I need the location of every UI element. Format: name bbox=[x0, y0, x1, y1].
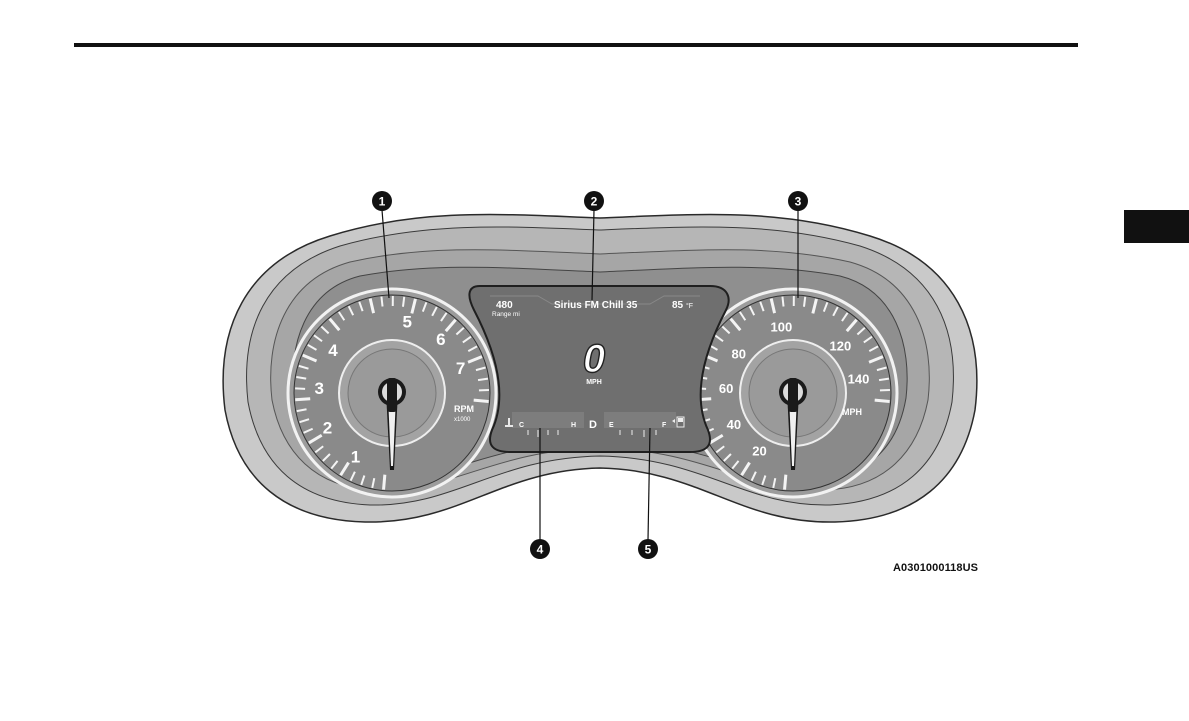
digital-speed-unit: MPH bbox=[586, 379, 602, 386]
speedometer-numeral: 100 bbox=[771, 320, 793, 335]
speedometer-numeral: 80 bbox=[732, 346, 746, 361]
gauge-tick bbox=[403, 297, 404, 307]
tachometer: 12 34 5 67 RPM x1000 bbox=[288, 289, 496, 497]
tachometer-numeral: 2 bbox=[323, 418, 332, 437]
gauge-tick bbox=[804, 297, 805, 307]
tachometer-numeral: 3 bbox=[314, 379, 323, 398]
tachometer-numeral: 4 bbox=[328, 341, 338, 360]
speedometer-numeral: 40 bbox=[727, 417, 741, 432]
callout-3: 3 bbox=[788, 191, 808, 211]
gauge-tick bbox=[785, 475, 786, 490]
temp-gauge-hot: H bbox=[571, 422, 576, 429]
callout-2: 2 bbox=[584, 191, 604, 211]
tachometer-numeral: 1 bbox=[351, 447, 360, 466]
callout-2-label: 2 bbox=[591, 195, 598, 209]
gauge-tick bbox=[381, 297, 382, 307]
gauge-tick bbox=[782, 297, 783, 307]
speedometer-numeral: 60 bbox=[719, 381, 733, 396]
gauge-tick bbox=[384, 475, 385, 490]
speedometer-numeral: 140 bbox=[848, 372, 870, 387]
callout-5: 5 bbox=[638, 539, 658, 559]
callout-3-label: 3 bbox=[795, 195, 802, 209]
digital-speed: 0 bbox=[583, 337, 605, 381]
callout-5-label: 5 bbox=[645, 543, 652, 557]
temp-gauge-cold: C bbox=[519, 422, 524, 429]
speedometer-unit-label: MPH bbox=[842, 407, 862, 417]
callout-4: 4 bbox=[530, 539, 550, 559]
range-value: 480 bbox=[496, 300, 513, 311]
gauge-tick bbox=[295, 399, 310, 400]
fuel-gauge-full: F bbox=[662, 422, 667, 429]
tachometer-numeral: 5 bbox=[402, 313, 411, 332]
gauge-tick bbox=[474, 400, 489, 401]
temperature-unit: °F bbox=[686, 302, 693, 310]
tachometer-numeral: 6 bbox=[436, 330, 445, 349]
callout-1: 1 bbox=[372, 191, 392, 211]
gauge-tick bbox=[875, 400, 890, 401]
fuel-gauge-empty: E bbox=[609, 422, 614, 429]
tachometer-unit-sub: x1000 bbox=[454, 417, 471, 423]
media-text: Sirius FM Chill 35 bbox=[554, 300, 638, 311]
speedometer-numeral: 20 bbox=[752, 444, 766, 459]
tachometer-numeral: 7 bbox=[456, 359, 465, 378]
outside-temperature: 85 bbox=[672, 300, 684, 311]
callout-4-label: 4 bbox=[537, 543, 544, 557]
gear-indicator: D bbox=[589, 419, 597, 431]
tachometer-unit-label: RPM bbox=[454, 404, 474, 414]
center-display: 480 Range mi Sirius FM Chill 35 85 °F 0 … bbox=[469, 286, 728, 452]
range-label: Range mi bbox=[492, 311, 520, 318]
speedometer-numeral: 120 bbox=[830, 338, 852, 353]
figure-code: A0301000118US bbox=[893, 562, 978, 574]
callout-1-label: 1 bbox=[379, 195, 386, 209]
